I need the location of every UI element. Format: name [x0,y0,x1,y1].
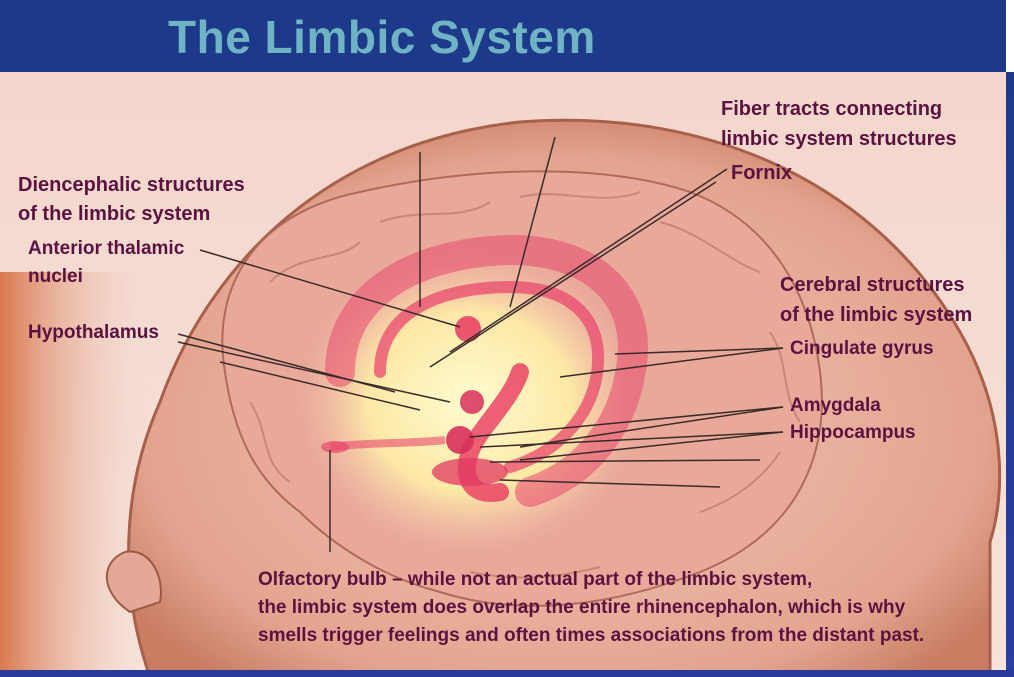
caption-line-3: smells trigger feelings and often times … [258,625,925,646]
ear [105,550,162,614]
label-diencephalic-2: of the limbic system [18,203,211,225]
brain-gyri [249,191,801,579]
label-cerebral-2: of the limbic system [780,304,973,326]
caption: Olfactory bulb – while not an actual par… [258,566,924,650]
label-fiber-tracts-1: Fiber tracts connecting [721,98,943,120]
leader-lines [177,136,784,552]
hypothalamus-shape [460,390,484,414]
label-cingulate-gyrus: Cingulate gyrus [790,338,934,359]
fornix-shape [374,280,605,473]
right-frame-strip [1006,72,1014,677]
caption-line-1: Olfactory bulb – while not an actual par… [258,569,813,590]
label-hippocampus: Hippocampus [790,422,916,443]
label-hypothalamus: Hypothalamus [28,322,159,343]
title-bar: The Limbic System [0,0,1006,72]
brain-illustration: Fiber tracts connecting limbic system st… [0,72,1006,677]
brain-illustration-svg [0,72,1006,677]
label-fornix: Fornix [731,162,793,184]
amygdala-shape [446,426,474,454]
hippocampus-shape [457,363,529,502]
bottom-frame-strip [0,670,1014,677]
caption-line-2: the limbic system does overlap the entir… [258,597,906,618]
slide-title: The Limbic System [168,11,596,63]
label-amygdala: Amygdala [790,395,881,416]
hippocampus-body-shape [432,458,508,486]
limbic-structures [325,234,648,507]
cingulate-gyrus-shape [325,234,648,507]
olfactory-bulb-shape [321,441,349,453]
label-diencephalic-1: Diencephalic structures [18,174,245,196]
label-anterior-thalamic-1: Anterior thalamic [28,238,185,259]
label-cerebral-1: Cerebral structures [780,274,965,296]
label-anterior-thalamic-2: nuclei [28,266,83,287]
label-fiber-tracts-2: limbic system structures [721,128,957,150]
anterior-thalamic-nuclei-shape [455,316,481,342]
